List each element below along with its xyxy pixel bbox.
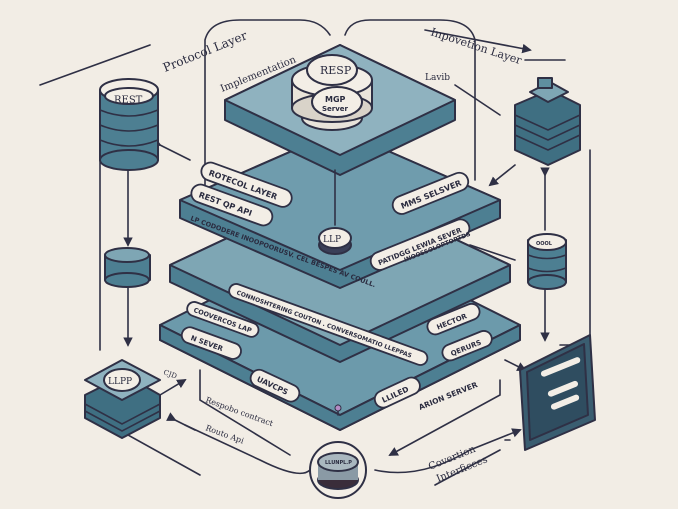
small-database-icon — [104, 247, 151, 288]
lavib-label: Lavib — [425, 73, 450, 83]
llp-node: LLP — [318, 169, 352, 255]
svg-text:LLUNPL.P: LLUNPL.P — [325, 460, 352, 466]
route-api-label: Routo Api — [204, 423, 245, 445]
server-stack-icon — [514, 77, 581, 166]
svg-text:REST: REST — [114, 95, 143, 106]
monitor-icon — [519, 334, 596, 451]
svg-text:LLP: LLP — [323, 235, 341, 245]
rest-database-icon: REST — [99, 78, 159, 171]
mgp-server-label: Server — [322, 105, 349, 113]
resp-mgp-stack: RESP MGP Server — [291, 54, 373, 131]
connector-lines — [39, 19, 591, 486]
llied-pill: LLILED — [373, 376, 421, 409]
svg-text:OOOL: OOOL — [536, 241, 553, 247]
resp-label: RESP — [320, 64, 352, 77]
database-stack-icon: OOOL — [527, 233, 567, 290]
svg-text:LLPP: LLPP — [108, 377, 132, 387]
llpp-stack-icon: LLPP — [84, 359, 161, 439]
mgp-label: MGP — [325, 95, 346, 104]
bottom-button-icon: LLUNPL.P — [309, 441, 367, 499]
cjd-label: CJD — [162, 368, 178, 380]
